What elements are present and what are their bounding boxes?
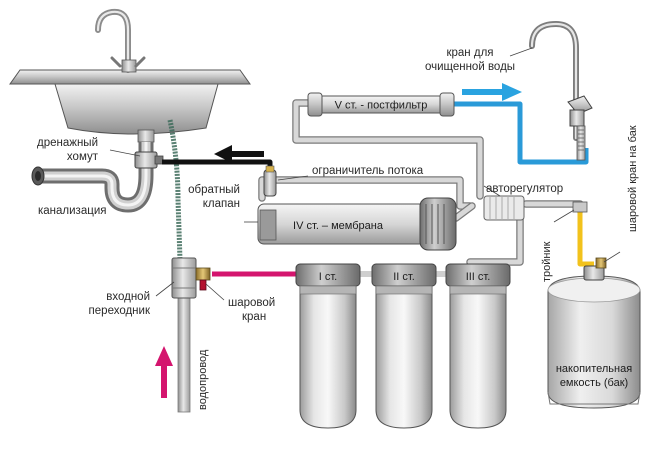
sewer-label: канализация [38, 205, 106, 217]
filter-stage-3: III ст. [445, 263, 511, 429]
filter-stage-1: I ст. [295, 263, 361, 429]
auto-regulator [483, 195, 525, 221]
sink-faucet [95, 8, 146, 73]
drain-arrow [214, 145, 264, 163]
inlet-adapter-label-line1: входной [106, 291, 150, 303]
clean-tap-label-line2: очищенной воды [425, 61, 515, 73]
tank-label-line2: емкость (бак) [560, 377, 628, 389]
tee-fitting [572, 201, 588, 213]
water-supply-label: водопровод [197, 349, 209, 410]
purified-flow-arrow [462, 83, 522, 101]
ball-valve [195, 267, 211, 291]
ball-valve-label-line2: кран [242, 311, 266, 323]
storage-tank: накопительная емкость (бак) [547, 257, 641, 409]
drain-siphon [31, 142, 154, 213]
clean-tap-label-line1: кран для [446, 47, 493, 59]
drain-clamp-label-line1: дренажный [37, 137, 98, 149]
stage-3-label: III ст. [466, 271, 491, 283]
tank-valve-label: шаровой кран на бак [627, 125, 639, 232]
inlet-adapter-label-line2: переходник [89, 305, 151, 317]
ball-valve-label-line1: шаровой [228, 297, 275, 309]
supply-arrow [155, 346, 173, 398]
drain-clamp-fitting [134, 151, 164, 169]
check-valve-label-line2: клапан [203, 198, 240, 210]
sink [9, 69, 251, 143]
drain-clamp-label-line2: хомут [67, 151, 99, 163]
postfilter-label: V ст. - постфильтр [335, 100, 428, 112]
stage-1-label: I ст. [319, 271, 338, 283]
filter-stage-2: II ст. [371, 263, 437, 429]
postfilter: V ст. - постфильтр [307, 92, 455, 117]
flow-limiter-label: ограничитель потока [312, 165, 424, 177]
stage-2-label: II ст. [393, 271, 415, 283]
leader-lines [109, 47, 621, 301]
tee-label: тройник [541, 241, 553, 282]
membrane: IV ст. – мембрана [257, 197, 457, 251]
labels: дренажный хомут канализация обратный кла… [37, 47, 639, 410]
tank-label-line1: накопительная [556, 363, 632, 375]
membrane-label: IV ст. – мембрана [293, 220, 384, 232]
flow-limiter [263, 165, 277, 197]
purified-water-tap [529, 20, 593, 161]
auto-regulator-label: авторегулятор [486, 183, 563, 195]
water-supply-pipe [171, 257, 197, 413]
check-valve-label-line1: обратный [188, 184, 240, 196]
green-hose [167, 119, 183, 261]
